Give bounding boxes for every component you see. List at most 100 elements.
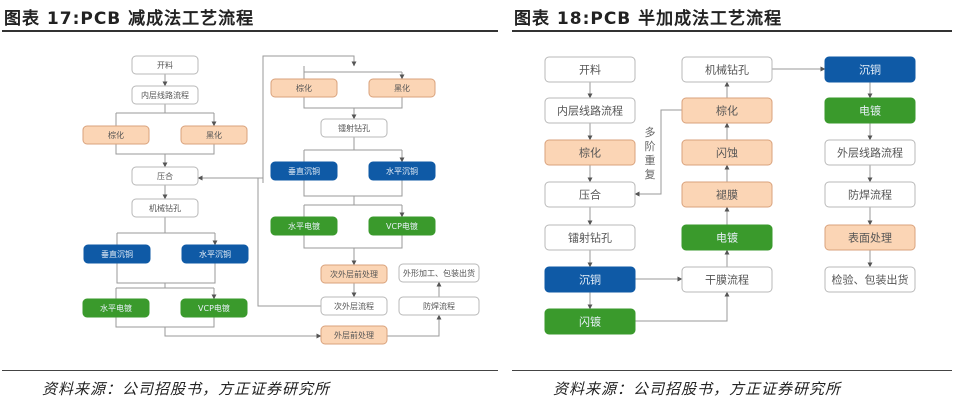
node-ganmo: 干膜流程 — [681, 266, 773, 293]
connector — [116, 217, 215, 245]
node-leishe: 镭射钻孔 — [320, 118, 388, 138]
node-shanshi: 闪蚀 — [681, 139, 773, 166]
node-box — [544, 308, 636, 335]
node-label: 沉铜 — [579, 272, 601, 286]
node-label: 棕化 — [296, 83, 312, 93]
node-box — [368, 216, 436, 236]
connector — [262, 55, 357, 183]
node-chuizhi_r: 垂直沉铜 — [270, 161, 338, 181]
connector — [115, 263, 215, 299]
connector — [635, 291, 730, 322]
node-label: 镭射钻孔 — [338, 123, 370, 133]
node-label: 防焊流程 — [423, 301, 455, 311]
node-label: 内层线路流程 — [141, 90, 189, 100]
node-heihua_r: 黑化 — [368, 78, 436, 98]
node-label: 干膜流程 — [705, 272, 749, 286]
node-vcp_l: VCP电镀 — [180, 298, 248, 318]
node-label: 外层前处理 — [334, 330, 374, 340]
node-box — [131, 85, 199, 105]
figure18-source: 资料来源：公司招股书，方正证券研究所 — [553, 380, 842, 398]
node-label: 水平沉铜 — [199, 249, 231, 259]
node-yahe: 压合 — [544, 181, 636, 208]
separator-rule — [480, 30, 498, 32]
repeat-label-char: 重 — [645, 153, 656, 167]
connector — [303, 235, 403, 265]
node-label: 压合 — [157, 171, 173, 181]
node-leishe: 镭射钻孔 — [544, 224, 636, 251]
node-ciwai_pre: 次外层前处理 — [320, 264, 388, 284]
node-label: 闪镀 — [579, 314, 601, 328]
node-box — [544, 266, 636, 293]
node-chentong_r: 沉铜 — [824, 56, 916, 83]
node-label: VCP电镀 — [386, 221, 418, 231]
node-box — [544, 224, 636, 251]
node-box — [270, 216, 338, 236]
figure18-title: 图表 18:PCB 半加成法工艺流程 — [514, 9, 783, 29]
node-diandu_r: 电镀 — [824, 97, 916, 124]
figure17-title-rule — [2, 30, 480, 32]
connector — [303, 137, 402, 162]
node-tuimo: 褪膜 — [681, 181, 773, 208]
node-box — [824, 266, 916, 293]
node-box — [320, 325, 388, 345]
node-label: 水平沉铜 — [386, 166, 418, 176]
node-waixing: 外形加工、包装出货 — [398, 263, 480, 283]
node-label: 表面处理 — [848, 230, 892, 244]
node-label: 水平电镀 — [288, 221, 320, 231]
node-label: 棕化 — [716, 103, 738, 117]
node-diandu_mid: 电镀 — [681, 224, 773, 251]
connector — [303, 66, 402, 79]
node-box — [83, 244, 151, 264]
node-box — [320, 118, 388, 138]
node-label: 水平电镀 — [100, 303, 132, 313]
node-jixie: 机械钻孔 — [681, 56, 773, 83]
node-box — [131, 198, 199, 218]
node-jixie: 机械钻孔 — [131, 198, 199, 218]
node-label: 次外层流程 — [334, 301, 374, 311]
node-label: 黑化 — [206, 130, 222, 140]
node-label: 机械钻孔 — [149, 203, 181, 213]
node-shuiping_cu_l: 水平沉铜 — [181, 244, 249, 264]
node-box — [824, 224, 916, 251]
node-box — [180, 125, 248, 145]
node-box — [544, 97, 636, 124]
node-box — [681, 56, 773, 83]
node-neiceng: 内层线路流程 — [544, 97, 636, 124]
node-zonghua: 棕化 — [544, 139, 636, 166]
node-heihua_l: 黑化 — [180, 125, 248, 145]
connector — [257, 178, 321, 307]
node-label: 镭射钻孔 — [568, 230, 612, 244]
node-label: 沉铜 — [859, 62, 881, 76]
repeat-label-char: 多 — [645, 125, 656, 139]
node-waiceng: 外层线路流程 — [824, 139, 916, 166]
node-label: 机械钻孔 — [705, 62, 749, 76]
node-chuizhi_l: 垂直沉铜 — [83, 244, 151, 264]
node-box — [82, 125, 150, 145]
node-box — [681, 139, 773, 166]
connector — [303, 97, 403, 119]
node-waiceng_pre: 外层前处理 — [320, 325, 388, 345]
node-neiceng: 内层线路流程 — [131, 85, 199, 105]
figure18-footer-rule — [512, 370, 952, 371]
node-label: 棕化 — [579, 145, 601, 159]
node-shuiping_dian_r: 水平电镀 — [270, 216, 338, 236]
node-label: 外形加工、包装出货 — [403, 268, 475, 278]
node-label: 垂直沉铜 — [101, 249, 133, 259]
figure18-title-rule — [512, 30, 952, 32]
connector — [634, 109, 682, 197]
node-box — [270, 78, 338, 98]
node-label: 电镀 — [859, 103, 881, 117]
node-box — [544, 56, 636, 83]
node-shandu: 闪镀 — [544, 308, 636, 335]
node-box — [270, 161, 338, 181]
figure18-nodes: 开料内层线路流程棕化压合镭射钻孔沉铜闪镀干膜流程电镀褪膜闪蚀棕化机械钻孔沉铜电镀… — [544, 56, 916, 335]
node-label: 防焊流程 — [848, 187, 892, 201]
node-box — [320, 296, 388, 316]
node-vcp_r: VCP电镀 — [368, 216, 436, 236]
node-box — [824, 181, 916, 208]
node-label: 垂直沉铜 — [288, 166, 320, 176]
node-box — [681, 97, 773, 124]
